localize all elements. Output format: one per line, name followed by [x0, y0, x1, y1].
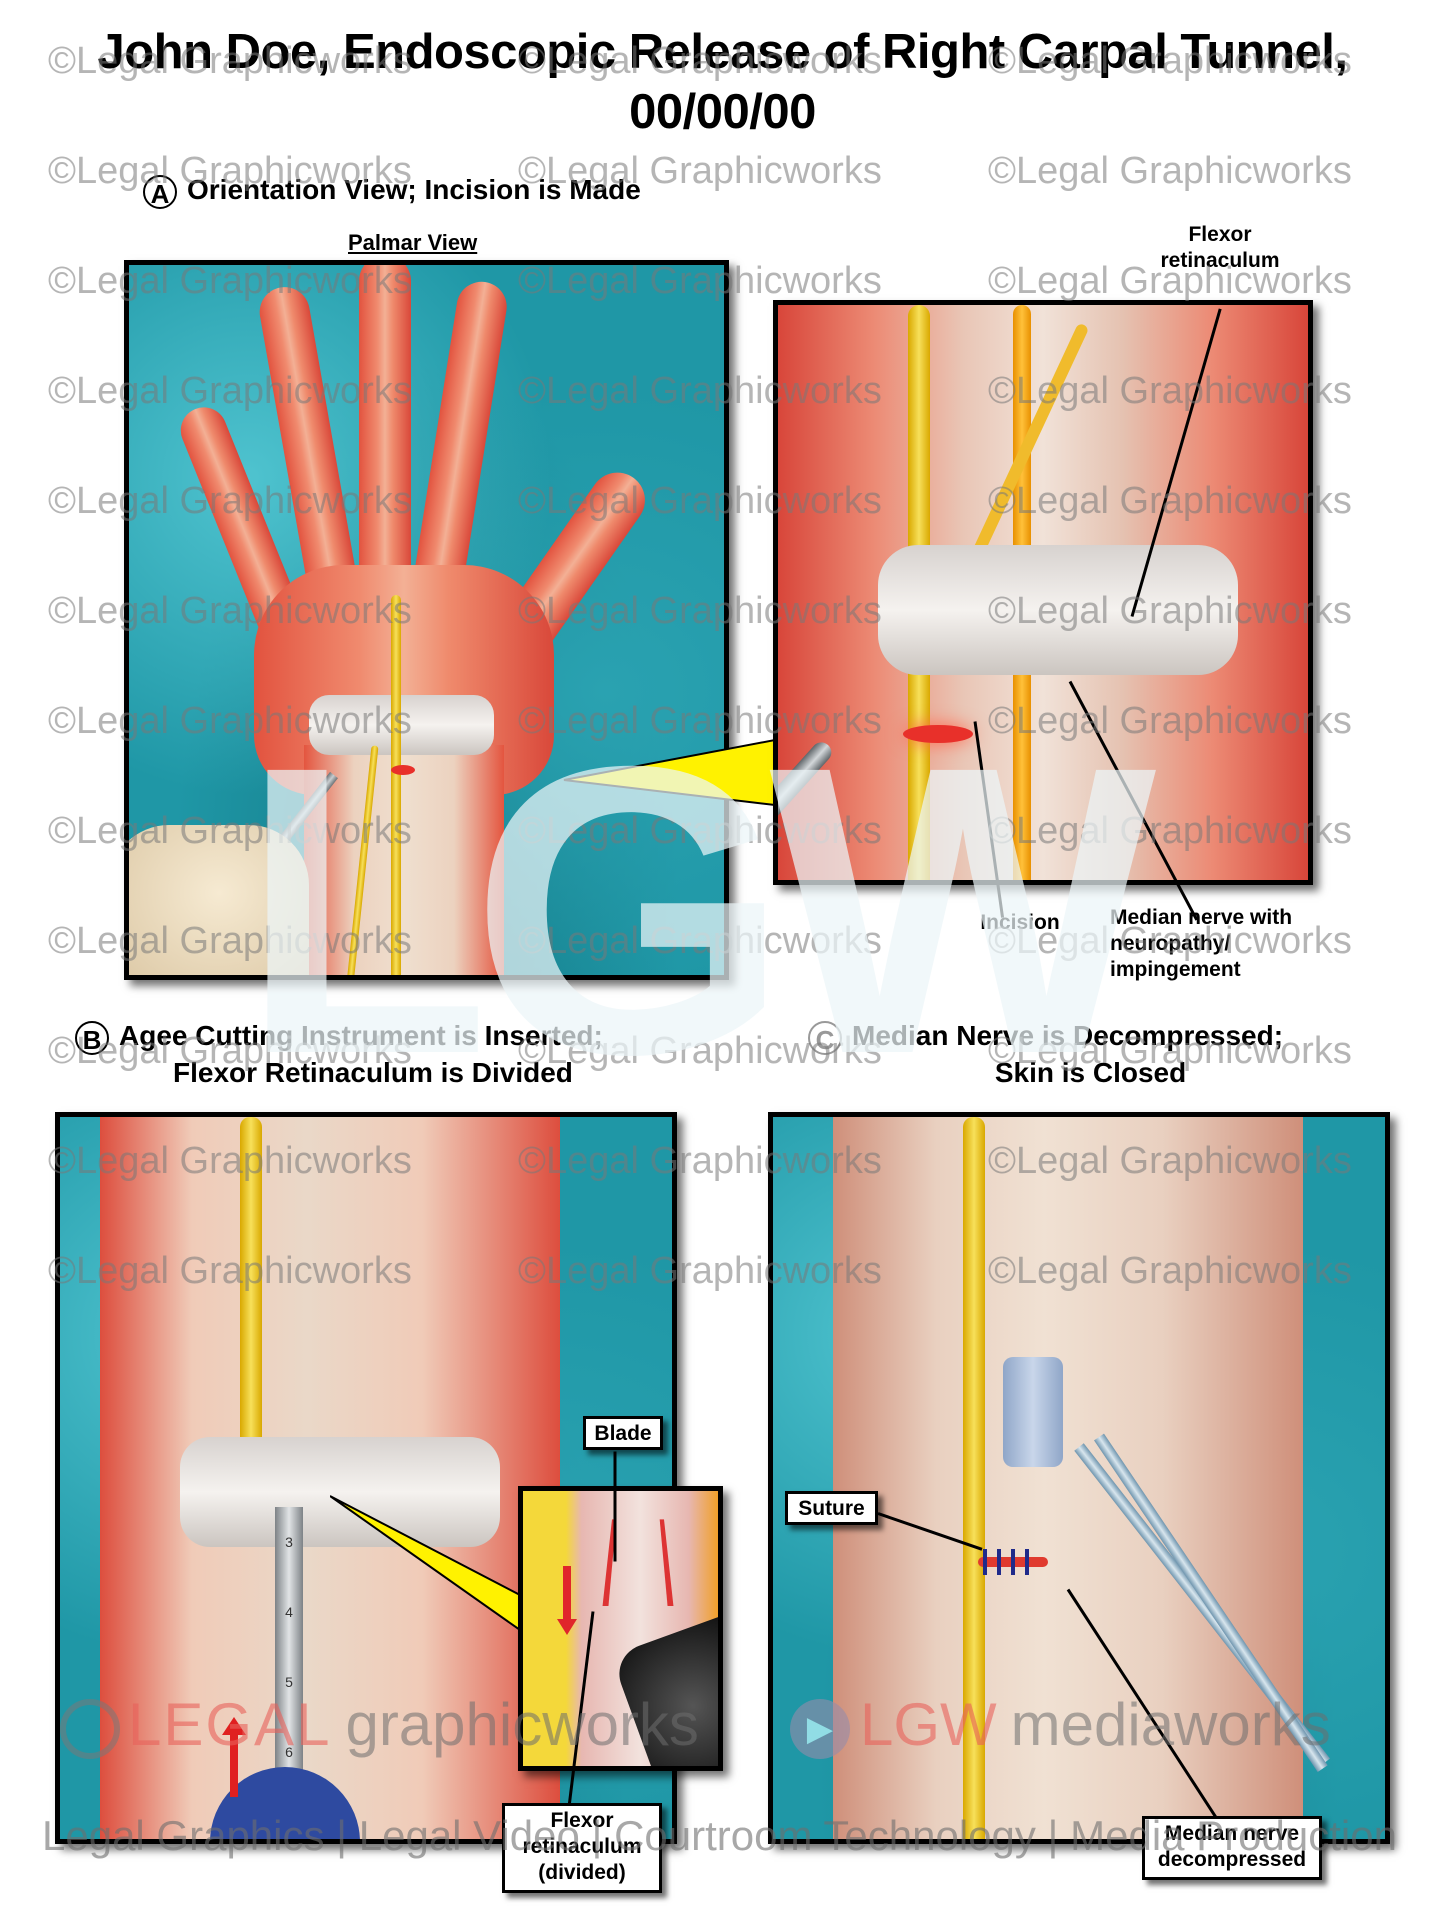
suture-stitches: [983, 1549, 1039, 1575]
palmar-view-label: Palmar View: [348, 230, 478, 255]
section-c-letter-badge: C: [808, 1020, 842, 1055]
incision-closeup: [903, 725, 973, 743]
inset-down-arrow: [563, 1566, 571, 1621]
watermark-grid: ©Legal Graphicworks ©Legal Graphicworks …: [48, 40, 1352, 1292]
panel-a-palmar-illustration: [124, 260, 729, 980]
label-median-nerve: Median nerve with neuropathy/ impingemen…: [1110, 906, 1293, 981]
forearm: [304, 745, 504, 975]
label-suture: Suture: [785, 1491, 878, 1525]
median-nerve: [391, 595, 401, 975]
panel-b-inset-detail: [518, 1486, 723, 1771]
retinaculum-gap-c: [1003, 1357, 1063, 1467]
incision-mark: [391, 765, 415, 775]
wrist-c: [833, 1117, 1303, 1839]
flexor-retinaculum: [309, 695, 494, 755]
finger-middle: [359, 265, 411, 615]
median-nerve-c: [963, 1117, 985, 1839]
label-incision: Incision: [980, 911, 1060, 934]
section-a-heading-text: Orientation View; Incision is Made: [187, 174, 641, 205]
label-blade: Blade: [583, 1416, 663, 1450]
median-nerve-b: [240, 1117, 262, 1517]
section-b-letter-badge: B: [75, 1020, 109, 1055]
section-a-letter-badge: A: [143, 174, 177, 209]
flexor-retinaculum-b: [180, 1437, 500, 1547]
instrument-fork: [610, 1615, 718, 1766]
insertion-arrow: [230, 1727, 238, 1797]
title-line-2: 00/00/00: [629, 85, 816, 139]
panel-c-illustration: [768, 1112, 1390, 1844]
insertion-arrow-head: [222, 1717, 246, 1735]
page-title: John Doe, Endoscopic Release of Right Ca…: [0, 22, 1445, 142]
flexor-retinaculum-closeup: [878, 545, 1238, 675]
callout-pointer: [563, 738, 775, 807]
inset-callout-pointer: [330, 1495, 521, 1632]
inset-down-arrow-head: [557, 1619, 577, 1635]
label-flexor-retinaculum: Flexor retinaculum: [1160, 223, 1280, 272]
label-flexor-retinaculum-divided: Flexor retinaculum (divided): [502, 1803, 662, 1893]
label-median-nerve-decompressed: Median nerve decompressed: [1142, 1816, 1322, 1880]
title-line-1: John Doe, Endoscopic Release of Right Ca…: [97, 25, 1349, 79]
gloved-hand: [129, 825, 309, 975]
panel-a-closeup-illustration: [773, 300, 1313, 885]
section-a-heading: A Orientation View; Incision is Made: [143, 172, 641, 209]
leader-blade: [613, 1451, 617, 1562]
